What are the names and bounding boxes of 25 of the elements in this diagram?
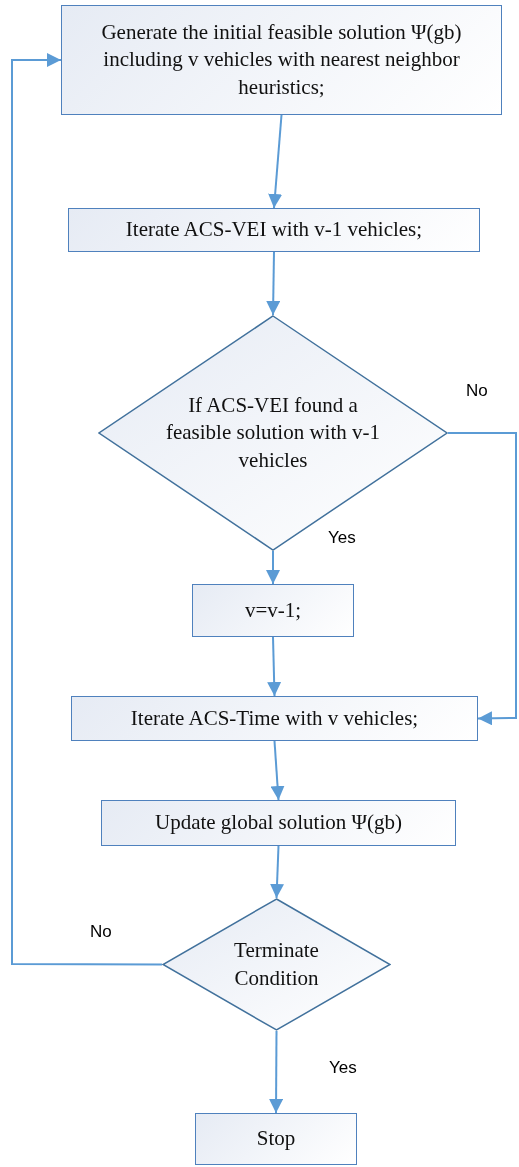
arrow bbox=[266, 251, 281, 316]
decision-diamond bbox=[98, 315, 448, 551]
process-box bbox=[68, 208, 480, 252]
decision-diamond bbox=[162, 898, 391, 1031]
node-text: Stop bbox=[255, 1125, 297, 1153]
node-text: Iterate ACS-Time with v vehicles; bbox=[129, 704, 420, 732]
process-box bbox=[61, 5, 502, 115]
arrow bbox=[267, 636, 282, 697]
node-text: Terminate Condition bbox=[233, 937, 320, 992]
node-text: Iterate ACS-VEI with v-1 vehicles; bbox=[124, 216, 424, 244]
node-text: Update global solution Ψ(gb) bbox=[153, 809, 403, 837]
arrow bbox=[270, 740, 285, 801]
process-box bbox=[195, 1113, 357, 1165]
arrow bbox=[447, 432, 517, 726]
node-text: If ACS-VEI found a feasible solution with v-1 vehicles bbox=[164, 392, 382, 474]
arrow bbox=[266, 550, 280, 585]
arrow bbox=[269, 1030, 284, 1114]
arrow bbox=[270, 845, 285, 899]
arrow bbox=[11, 53, 163, 966]
arrow bbox=[268, 114, 283, 209]
node-text: v=v-1; bbox=[243, 596, 303, 624]
process-box bbox=[101, 800, 456, 846]
process-box bbox=[192, 584, 354, 637]
node-text: Generate the initial feasible solution Ψ(gb) including v vehicles with nearest neighbor heuristics; bbox=[100, 19, 463, 101]
process-box bbox=[71, 696, 478, 741]
